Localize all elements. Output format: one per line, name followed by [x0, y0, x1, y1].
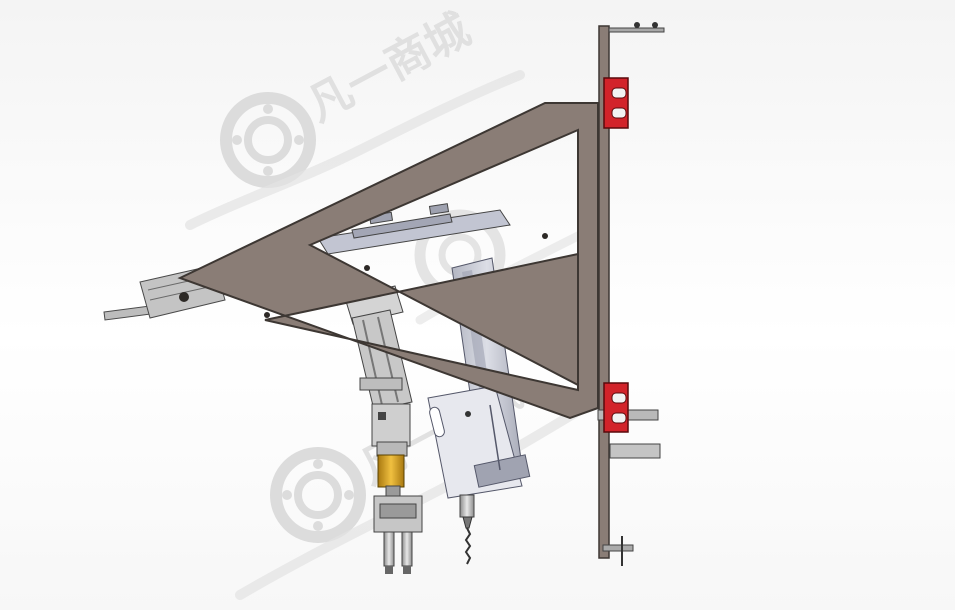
bearing-logo-icon — [220, 92, 316, 188]
triangular-frame-plate — [177, 102, 599, 420]
watermark-text: 凡一商城 — [299, 4, 478, 132]
bearing-logo-icon — [270, 447, 366, 543]
brass-coupling — [377, 454, 405, 488]
frame-bolts — [179, 233, 548, 318]
drill-spindle — [459, 494, 475, 565]
rail-block-lower — [603, 382, 629, 433]
watermark-top: 凡一商城 — [185, 4, 525, 230]
rail-block-upper — [603, 77, 629, 129]
